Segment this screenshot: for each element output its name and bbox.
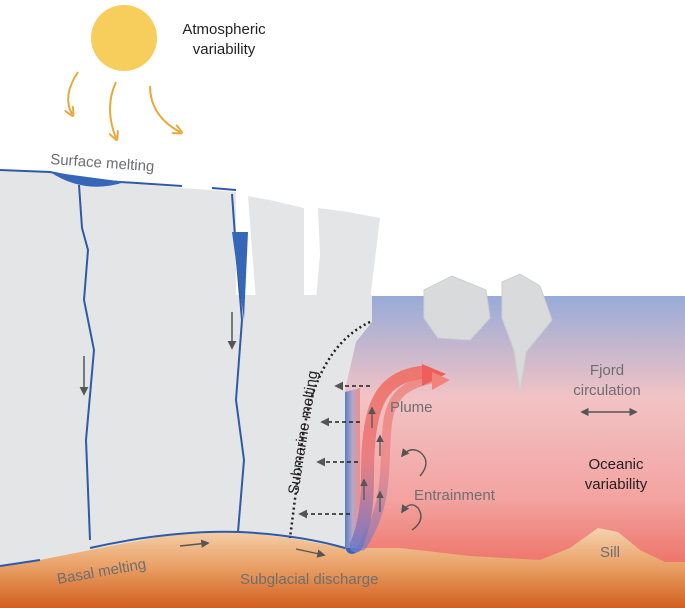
calving-face [345,388,360,548]
crevasse-left [78,184,96,541]
label-fjord-1: Fjord [590,362,624,379]
plume-stream-2 [357,373,441,551]
label-fjord-2: circulation [573,382,641,399]
label-atmospheric-1: Atmospheric [182,21,266,38]
entrainment-arrow-1 [400,448,427,477]
label-plume: Plume [390,399,433,416]
seafloor [0,528,685,608]
sun-ray-2 [110,81,116,138]
entrainment-arrow-2 [401,504,422,531]
ice-pillar-left [248,196,304,300]
surface-melt-pond [50,172,125,187]
label-entrainment: Entrainment [414,487,496,504]
sun-ray-1 [68,71,79,114]
sun-ray-3 [149,85,180,132]
label-atmospheric-2: variability [193,41,256,58]
discharge-arrow [295,548,326,558]
label-oceanic-1: Oceanic [588,456,644,473]
sun-icon [91,5,157,71]
label-subglacial-discharge: Subglacial discharge [240,571,378,588]
iceberg-left [423,275,491,341]
label-sill: Sill [600,544,620,561]
basal-arrow [179,539,210,548]
ice-pillar-right [316,208,380,300]
crevasse-meltwater [232,232,248,320]
glacier-base-line [0,559,41,567]
label-oceanic-2: variability [585,476,648,493]
glacier-body [0,170,372,566]
label-surface-melting: Surface melting [50,151,155,175]
iceberg-right [501,273,553,393]
